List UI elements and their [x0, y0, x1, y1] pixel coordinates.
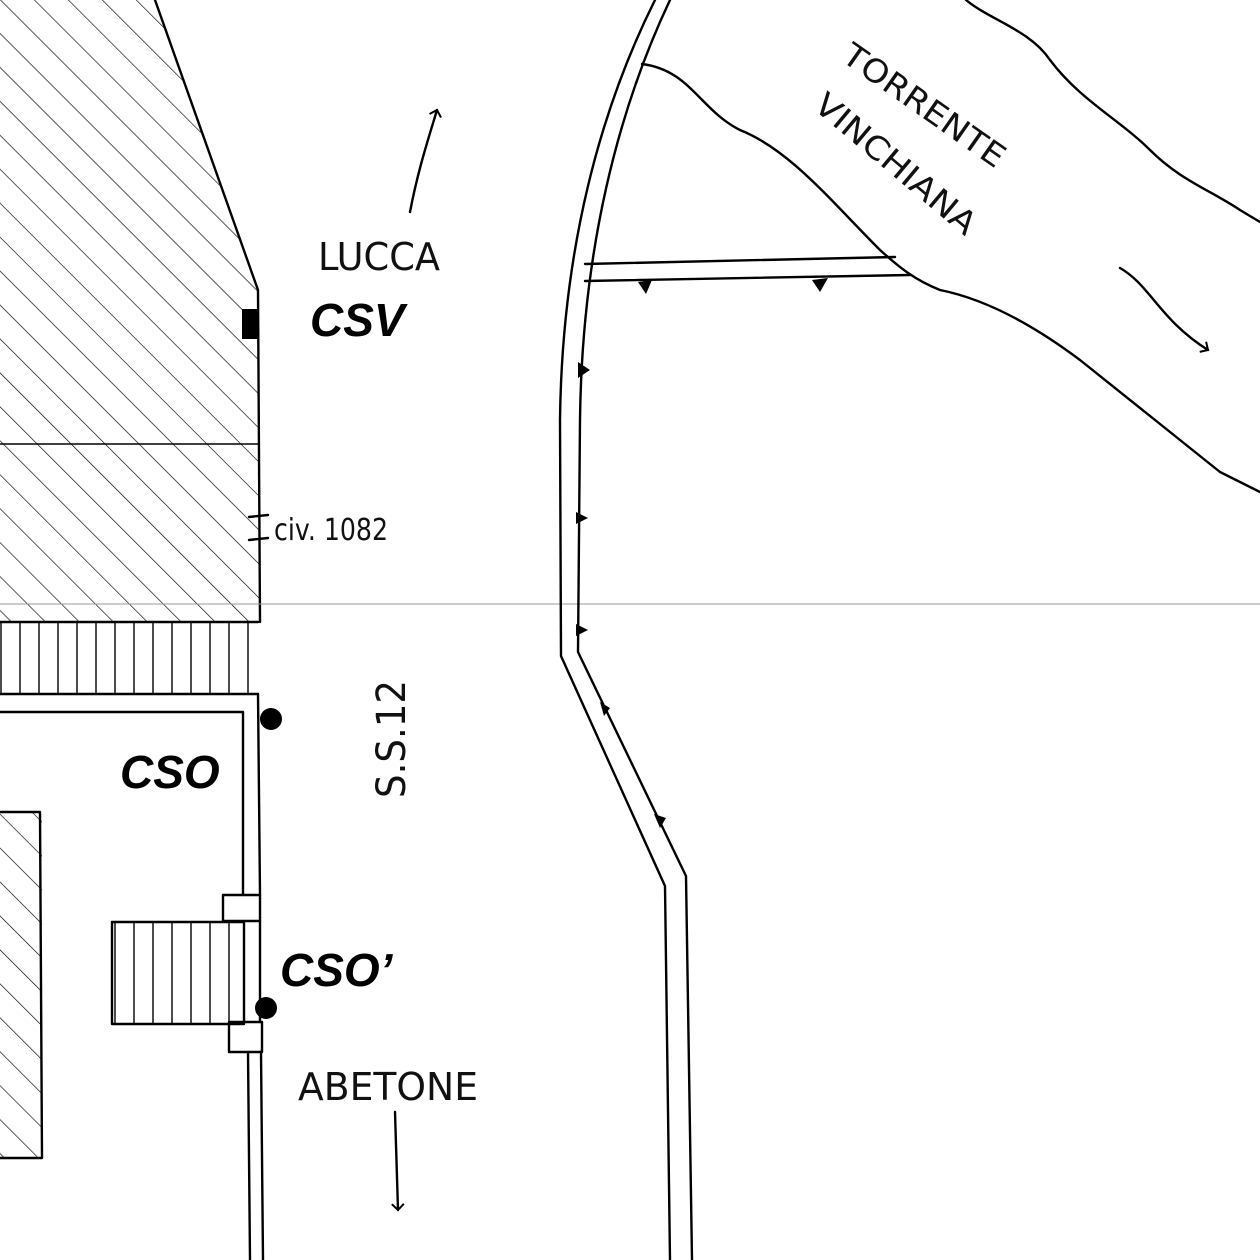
arrow-up-icon	[408, 108, 442, 214]
building-upper	[0, 0, 262, 624]
csv-code: CSV	[310, 294, 408, 346]
flow-arrow-icon	[1118, 266, 1210, 353]
abetone-label: ABETONE	[298, 1065, 478, 1109]
torrent-banks	[640, 0, 1260, 494]
arrow-down-icon	[391, 1110, 405, 1212]
guardrail-ticks	[576, 278, 828, 828]
civic-number-label: civ. 1082	[274, 513, 388, 548]
road-label: S.S.12	[369, 680, 415, 798]
civic-number-marker	[247, 513, 270, 542]
road-edge-right	[558, 0, 694, 1260]
cso-prime-marker	[255, 997, 277, 1019]
lucca-label: LUCCA	[318, 235, 440, 279]
cso-marker	[260, 708, 282, 730]
cso-code: CSO	[120, 746, 220, 798]
building-small-left	[0, 810, 44, 1160]
bridge-road	[583, 255, 912, 283]
cso-prime-code: CSO’	[280, 944, 394, 996]
csv-marker	[242, 309, 258, 339]
striped-band	[0, 620, 260, 696]
